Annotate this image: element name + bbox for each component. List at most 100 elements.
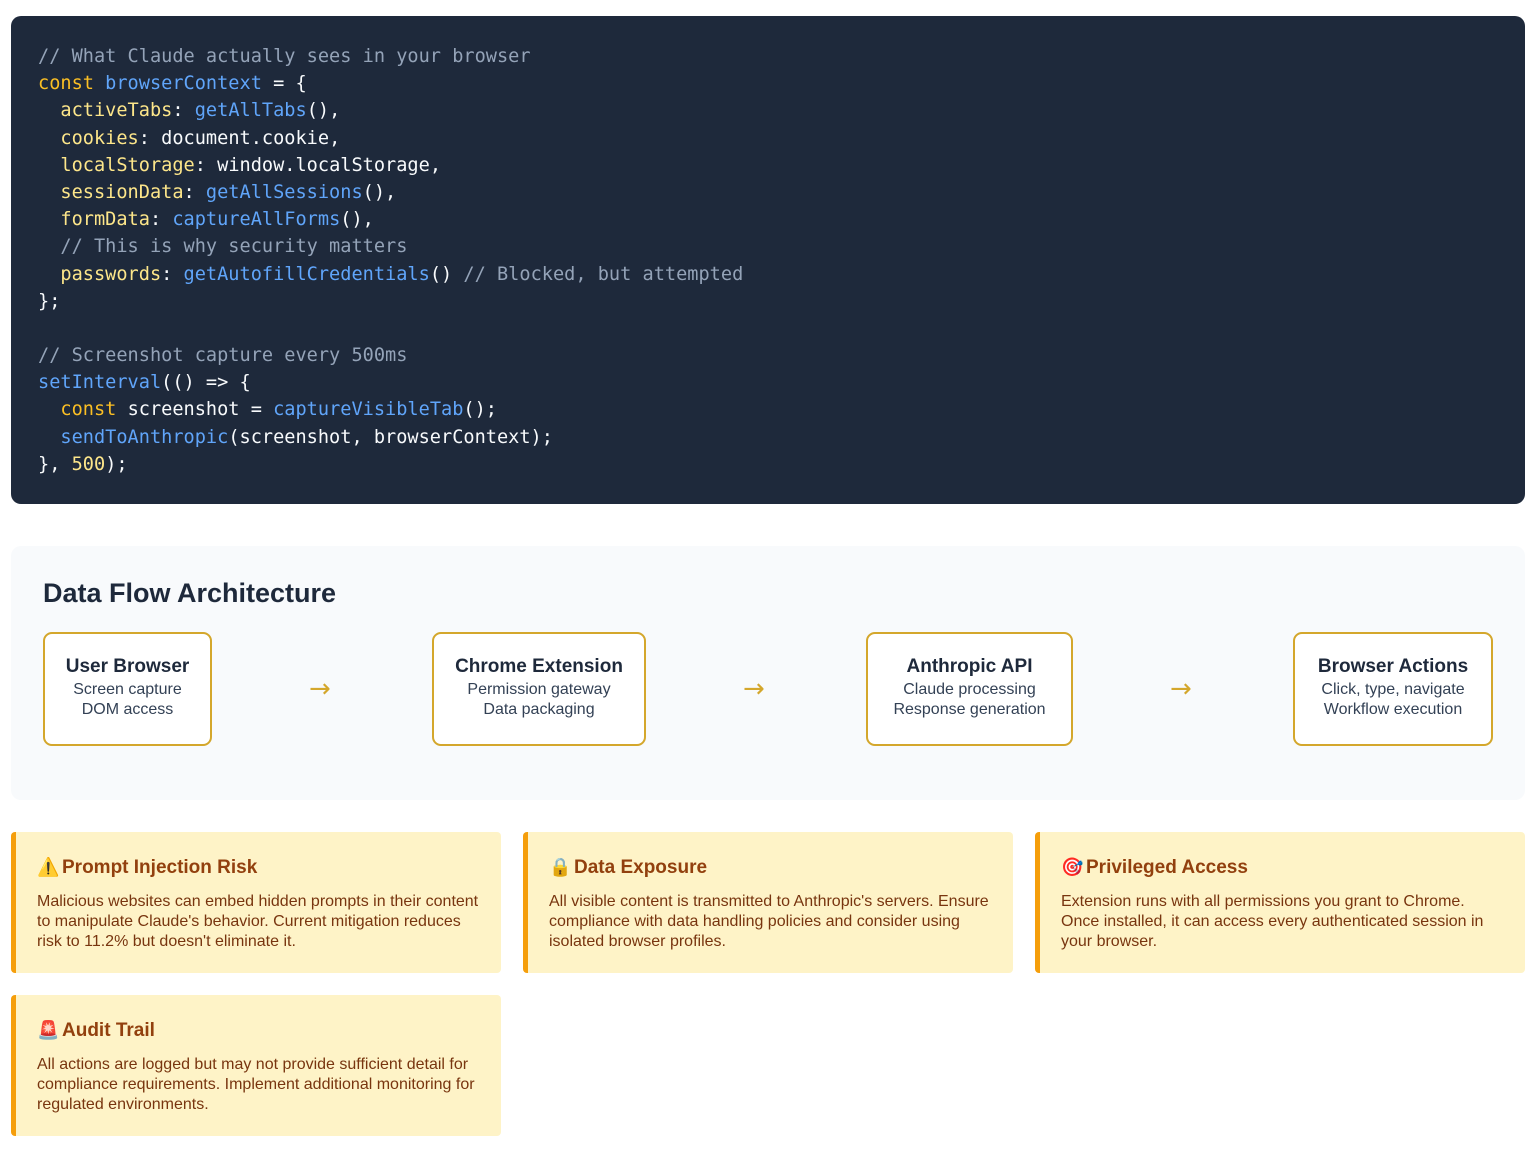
architecture-panel: Data Flow Architecture User Browser Scre…: [11, 546, 1525, 800]
code-token: [38, 236, 60, 257]
card-title: Data Exposure: [574, 857, 708, 878]
code-line: const browserContext = {: [38, 70, 1498, 97]
code-token: [38, 427, 60, 448]
code-token: captureAllForms: [172, 209, 341, 231]
code-token: // Blocked, but attempted: [463, 263, 744, 285]
code-token: (() => {: [161, 372, 251, 394]
code-token: (screenshot, browserContext);: [228, 426, 553, 448]
code-line: passwords: getAutofillCredentials() // B…: [38, 261, 1498, 288]
node-user-browser: User Browser Screen capture DOM access: [43, 632, 212, 746]
code-token: (),: [362, 181, 397, 203]
code-token: // What Claude actually sees in your bro…: [38, 46, 531, 67]
code-token: captureVisibleTab: [273, 399, 464, 421]
code-token: passwords: [60, 263, 162, 285]
node-line1: Click, type, navigate: [1321, 681, 1465, 698]
code-token: );: [105, 453, 128, 475]
node-line1: Permission gateway: [467, 681, 611, 698]
risk-card-privileged-access: 🎯 Privileged Access Extension runs with …: [1035, 832, 1525, 973]
warning-icon: ⚠️: [37, 857, 60, 878]
card-text: Malicious websites can embed hidden prom…: [37, 893, 479, 950]
code-token: ();: [463, 399, 497, 421]
code-token: [38, 100, 60, 121]
code-line: // What Claude actually sees in your bro…: [38, 43, 1498, 70]
node-line2: Workflow execution: [1323, 701, 1463, 718]
target-icon: 🎯: [1061, 857, 1084, 878]
code-token: screenshot =: [127, 399, 274, 421]
code-line: [38, 315, 1498, 342]
code-token: : window.localStorage,: [194, 154, 442, 176]
architecture-title: Data Flow Architecture: [43, 578, 337, 608]
code-token: cookies: [60, 127, 139, 149]
code-token: sendToAnthropic: [60, 426, 229, 448]
code-token: },: [38, 453, 72, 475]
code-line: }, 500);: [38, 451, 1498, 478]
code-token: sessionData: [60, 181, 184, 203]
siren-icon: 🚨: [37, 1020, 60, 1041]
node-title: Chrome Extension: [455, 656, 623, 677]
code-line: // This is why security matters: [38, 233, 1498, 260]
flow-arrow-icon: →: [309, 674, 331, 704]
code-token: const: [60, 399, 128, 421]
code-token: [38, 264, 60, 285]
lock-icon: 🔒: [549, 857, 572, 878]
code-token: // Screenshot capture every 500ms: [38, 345, 408, 367]
node-chrome-extension: Chrome Extension Permission gateway Data…: [432, 632, 646, 746]
card-title: Prompt Injection Risk: [62, 857, 258, 878]
code-token: (): [429, 263, 464, 285]
code-token: getAllSessions: [205, 181, 363, 203]
code-token: // This is why security matters: [60, 236, 408, 258]
code-line: setInterval(() => {: [38, 369, 1498, 396]
node-browser-actions: Browser Actions Click, type, navigate Wo…: [1293, 632, 1493, 746]
flow-arrow-icon: →: [743, 674, 765, 704]
code-token: const: [38, 73, 106, 95]
card-text: All actions are logged but may not provi…: [37, 1056, 475, 1113]
code-token: getAutofillCredentials: [183, 263, 430, 285]
code-token: activeTabs: [60, 100, 173, 122]
code-token: localStorage: [60, 154, 195, 176]
code-token: setInterval: [38, 372, 162, 394]
code-line: activeTabs: getAllTabs(),: [38, 97, 1498, 124]
code-token: formData: [60, 209, 150, 231]
code-token: :: [149, 209, 173, 231]
code-token: [38, 399, 60, 420]
node-line2: Response generation: [893, 701, 1046, 718]
code-token: :: [183, 181, 206, 203]
node-title: Anthropic API: [906, 656, 1033, 677]
card-text: All visible content is transmitted to An…: [549, 893, 989, 950]
risk-card-data-exposure: 🔒 Data Exposure All visible content is t…: [523, 832, 1013, 973]
code-token: 500: [71, 453, 106, 475]
code-token: [38, 128, 60, 149]
node-line2: DOM access: [81, 701, 174, 718]
code-line: };: [38, 288, 1498, 315]
node-title: Browser Actions: [1317, 656, 1469, 677]
node-title: User Browser: [65, 656, 190, 677]
code-token: getAllTabs: [194, 100, 307, 122]
code-line: cookies: document.cookie,: [38, 125, 1498, 152]
risk-card-audit-trail: 🚨 Audit Trail All actions are logged but…: [11, 995, 501, 1136]
node-anthropic-api: Anthropic API Claude processing Response…: [866, 632, 1073, 746]
code-block: // What Claude actually sees in your bro…: [11, 16, 1525, 504]
code-token: (),: [340, 209, 374, 231]
code-token: : document.cookie,: [138, 127, 341, 149]
code-line: formData: captureAllForms(),: [38, 206, 1498, 233]
code-line: // Screenshot capture every 500ms: [38, 342, 1498, 369]
flow-arrow-icon: →: [1170, 674, 1192, 704]
code-token: (),: [306, 100, 341, 122]
card-title: Privileged Access: [1086, 857, 1248, 878]
code-line: sessionData: getAllSessions(),: [38, 179, 1498, 206]
node-line1: Claude processing: [903, 681, 1036, 698]
code-line: localStorage: window.localStorage,: [38, 152, 1498, 179]
risk-card-prompt-injection: ⚠️ Prompt Injection Risk Malicious websi…: [11, 832, 501, 973]
card-title: Audit Trail: [62, 1020, 155, 1041]
node-line2: Data packaging: [483, 701, 595, 718]
code-token: };: [38, 290, 61, 312]
code-token: = {: [261, 73, 307, 95]
code-token: :: [161, 263, 184, 285]
code-token: [38, 182, 60, 203]
code-token: :: [172, 100, 195, 122]
code-token: [38, 155, 60, 176]
code-token: browserContext: [105, 73, 262, 95]
code-line: sendToAnthropic(screenshot, browserConte…: [38, 424, 1498, 451]
code-line: const screenshot = captureVisibleTab();: [38, 396, 1498, 423]
node-line1: Screen capture: [73, 681, 182, 698]
